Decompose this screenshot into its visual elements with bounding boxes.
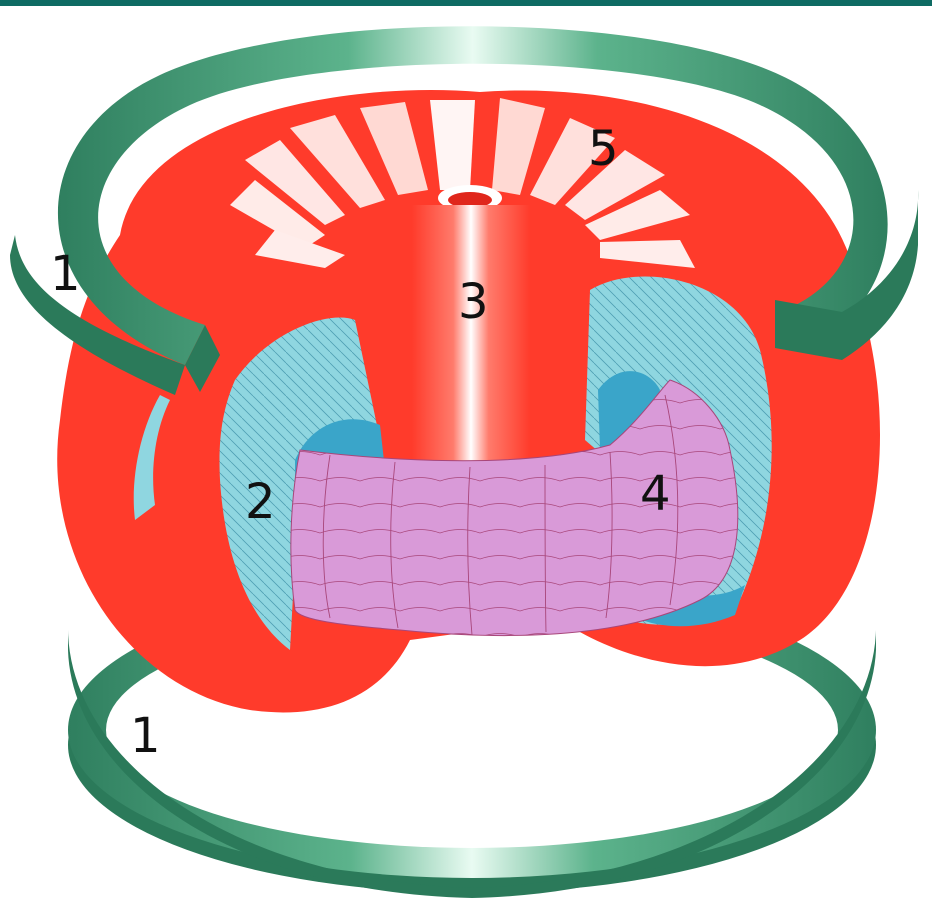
central-solenoid (412, 205, 530, 465)
label-plasma: 4 (640, 466, 671, 522)
label-ring-bottom: 1 (130, 708, 161, 764)
label-vessel: 2 (245, 474, 276, 530)
label-ring-top: 1 (50, 246, 81, 302)
label-central-solenoid: 3 (458, 274, 489, 330)
label-toroidal-coils: 5 (588, 121, 619, 177)
